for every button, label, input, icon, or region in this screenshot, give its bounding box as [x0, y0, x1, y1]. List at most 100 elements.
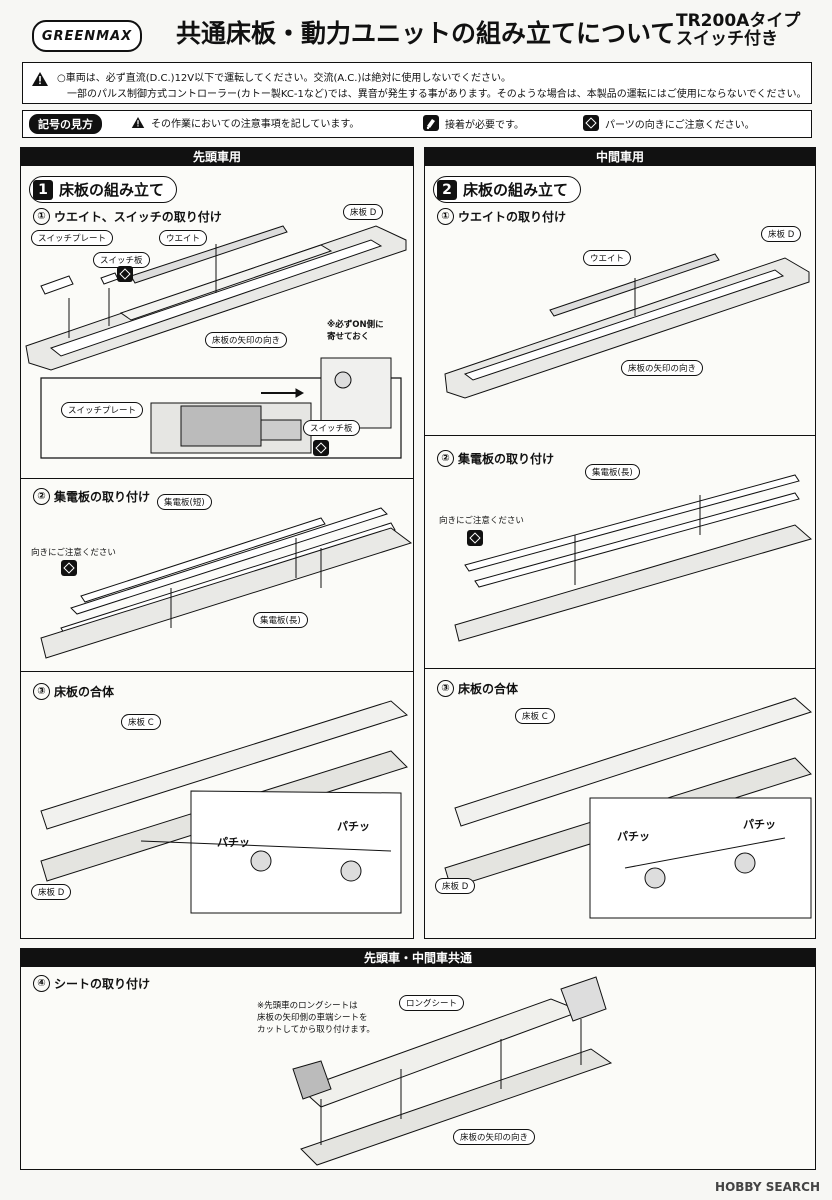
panel-header-common: 先頭車・中間車共通	[21, 949, 815, 967]
substep-2-number: ②	[33, 488, 50, 505]
label-arrow-direction: 床板の矢印の向き	[205, 332, 288, 348]
hobbysearch-watermark: HOBBY SEARCH	[715, 1180, 820, 1194]
warning-triangle-icon	[32, 72, 48, 86]
weight-switch-diagram	[25, 225, 407, 459]
page-title: 共通床板・動力ユニットの組み立てについて	[176, 19, 676, 48]
snap-sound-2: パチッ	[337, 820, 370, 833]
panel-lead-car: 先頭車用 1 床板の組み立て ① ウエイト、スイッチの取り付け	[20, 147, 414, 939]
substep-1-text: ウエイトの取り付け	[458, 210, 567, 224]
legend-glue-text: 接着が必要です。	[445, 119, 524, 131]
label-switch-plate: スイッチプレート	[31, 230, 114, 246]
label-long-seat: ロングシート	[399, 995, 465, 1011]
legend-caution-text: その作業においての注意事項を記しています。	[151, 119, 360, 130]
collector-diagram	[40, 507, 413, 659]
label-floor-c: 床板 C	[515, 708, 555, 724]
label-switch-plate-zoom: スイッチプレート	[61, 402, 144, 418]
label-floor-d: 床板 D	[343, 204, 384, 220]
step-2-text: 床板の組み立て	[463, 181, 569, 199]
substep-1-title: ① ウエイト、スイッチの取り付け	[33, 208, 222, 225]
floor-join-diagram	[444, 697, 812, 919]
orientation-icon-collector	[61, 560, 77, 576]
step-1-number: 1	[33, 179, 53, 200]
label-weight: ウエイト	[583, 250, 632, 266]
notice-line-1: ○車両は、必ず直流(D.C.)12V以下で運転してください。交流(A.C.)は絶…	[57, 73, 512, 84]
substep-3-number: ③	[437, 680, 454, 697]
on-side-note: ※必ずON側に 寄せておく	[327, 318, 384, 342]
substep-1-text: ウエイト、スイッチの取り付け	[54, 210, 222, 224]
glue-icon	[423, 115, 439, 131]
symbol-legend: 記号の見方 その作業においての注意事項を記しています。 接着が必要です。 パーツ…	[22, 110, 812, 138]
label-arrow-direction: 床板の矢印の向き	[621, 360, 704, 376]
long-seat-note-line3: カットしてから取り付けます。	[257, 1025, 375, 1035]
step-1-title: 1 床板の組み立て	[29, 176, 178, 203]
substep-3-title: ③ 床板の合体	[437, 680, 518, 697]
panel-common: 先頭車・中間車共通 ④ シートの取り付け ※先頭車のロングシートは 床板の矢印側…	[20, 948, 816, 1170]
caution-icon	[131, 117, 145, 128]
greenmax-logo: GREENMAX	[32, 20, 142, 52]
warning-notice: ○車両は、必ず直流(D.C.)12V以下で運転してください。交流(A.C.)は絶…	[22, 62, 812, 104]
substep-4-title: ④ シートの取り付け	[33, 975, 150, 992]
collector-diagram	[454, 474, 813, 642]
weight-diagram	[444, 253, 810, 399]
label-floor-d-join: 床板 D	[435, 878, 476, 894]
divider	[21, 478, 413, 479]
orientation-icon-collector	[467, 530, 483, 546]
label-collector-long: 集電板(長)	[585, 464, 640, 480]
orientation-note: 向きにご注意ください	[439, 516, 524, 526]
label-collector-short: 集電板(短)	[157, 494, 212, 510]
substep-2-text: 集電板の取り付け	[458, 452, 555, 466]
notice-line-2: 一部のパルス制御方式コントローラー(カトー製KC-1など)では、異音が発生する事…	[67, 89, 807, 100]
floor-join-diagram	[40, 700, 408, 914]
label-floor-d: 床板 D	[761, 226, 802, 242]
substep-2-number: ②	[437, 450, 454, 467]
orientation-note: 向きにご注意ください	[31, 548, 116, 558]
on-side-note-line1: ※必ずON側に	[327, 320, 384, 330]
substep-2-title: ② 集電板の取り付け	[33, 488, 150, 505]
panel-middle-car: 中間車用 2 床板の組み立て ① ウエイトの取り付け 床板 D ウエイト 床板の…	[424, 147, 816, 939]
legend-glue: 接着が必要です。	[423, 115, 524, 131]
divider	[21, 671, 413, 672]
label-weight: ウエイト	[159, 230, 208, 246]
substep-2-text: 集電板の取り付け	[54, 490, 151, 504]
substep-4-number: ④	[33, 975, 50, 992]
watermark-text: HOBBY SEARCH	[715, 1180, 820, 1194]
legend-orientation-text: パーツの向きにご注意ください。	[605, 119, 755, 131]
step-1-text: 床板の組み立て	[59, 181, 165, 199]
snap-sound-1: パチッ	[217, 836, 250, 849]
substep-3-text: 床板の合体	[458, 682, 519, 696]
product-type-line1: TR200Aタイプ	[676, 11, 801, 31]
long-seat-note-line2: 床板の矢印側の車端シートを	[257, 1013, 368, 1023]
legend-orientation: パーツの向きにご注意ください。	[583, 115, 755, 131]
orientation-icon-switch	[117, 266, 133, 282]
orientation-icon	[583, 115, 599, 131]
label-floor-c: 床板 C	[121, 714, 161, 730]
seat-install-diagram	[292, 976, 613, 1166]
panel-header-middle-car: 中間車用	[425, 148, 815, 166]
legend-caution: その作業においての注意事項を記しています。	[131, 115, 359, 130]
substep-3-number: ③	[33, 683, 50, 700]
label-collector-long: 集電板(長)	[253, 612, 308, 628]
step-2-title: 2 床板の組み立て	[433, 176, 582, 203]
substep-1-number: ①	[33, 208, 50, 225]
snap-sound-1: パチッ	[617, 830, 650, 843]
on-side-note-line2: 寄せておく	[327, 332, 370, 342]
product-type: TR200Aタイプ スイッチ付き	[676, 12, 800, 48]
product-type-line2: スイッチ付き	[676, 29, 778, 49]
label-arrow-direction: 床板の矢印の向き	[453, 1129, 536, 1145]
snap-sound-2: パチッ	[743, 818, 776, 831]
label-floor-d-join: 床板 D	[31, 884, 72, 900]
orientation-icon-switch-zoom	[313, 440, 329, 456]
legend-title: 記号の見方	[29, 114, 102, 134]
long-seat-note: ※先頭車のロングシートは 床板の矢印側の車端シートを カットしてから取り付けます…	[257, 999, 375, 1035]
panel-header-lead-car: 先頭車用	[21, 148, 413, 166]
divider	[425, 435, 815, 436]
substep-1-number: ①	[437, 208, 454, 225]
substep-4-text: シートの取り付け	[54, 977, 151, 991]
long-seat-note-line1: ※先頭車のロングシートは	[257, 1001, 358, 1011]
substep-3-text: 床板の合体	[54, 685, 115, 699]
label-switch-board-zoom: スイッチ板	[303, 420, 360, 436]
divider	[425, 668, 815, 669]
substep-2-title: ② 集電板の取り付け	[437, 450, 554, 467]
step-2-number: 2	[437, 179, 457, 200]
substep-1-title: ① ウエイトの取り付け	[437, 208, 566, 225]
